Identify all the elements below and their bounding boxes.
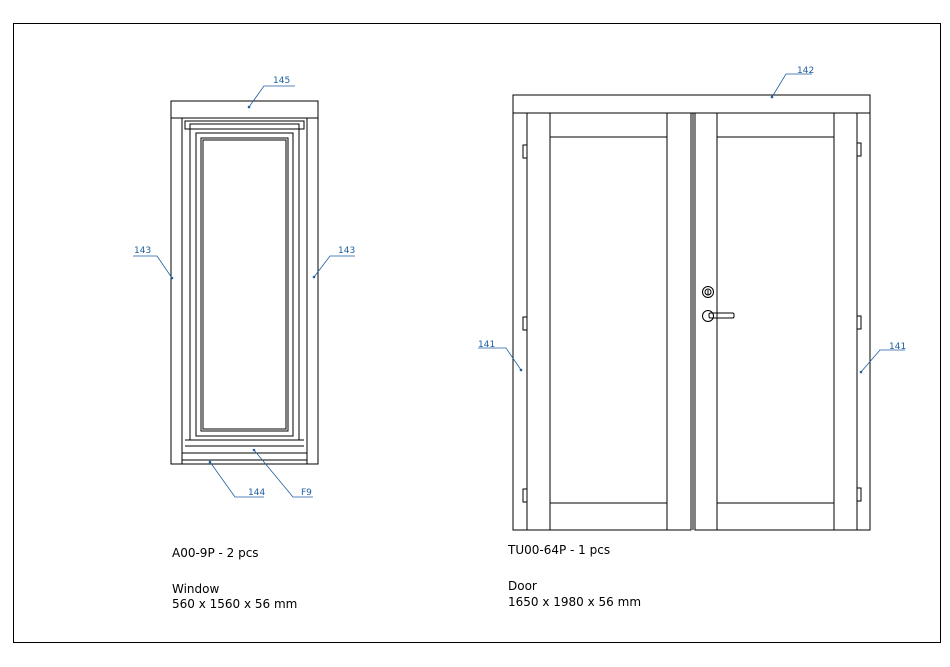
callout-145: 145	[273, 76, 290, 86]
door-leaf-right	[695, 113, 857, 530]
window-top-rail	[185, 121, 304, 129]
window-code: A00-9P - 2 pcs	[172, 546, 259, 561]
window-callouts	[133, 86, 355, 497]
hinge-icon	[857, 143, 861, 156]
door-type: Door	[508, 579, 537, 594]
window-callout-dots	[171, 106, 316, 464]
callout-141-right: 141	[889, 342, 906, 352]
callout-144: 144	[248, 488, 265, 498]
callout-f9: F9	[301, 488, 312, 498]
window-casing	[171, 118, 318, 464]
callout-143-right: 143	[338, 246, 355, 256]
hinge-icon	[523, 489, 527, 502]
door-handle-icon	[703, 311, 735, 322]
window-head	[171, 101, 318, 118]
window-type: Window	[172, 582, 219, 597]
hinge-icon	[857, 316, 861, 329]
window-sill	[182, 453, 307, 460]
hinge-icon	[523, 317, 527, 330]
door-head	[513, 95, 870, 113]
window-dimensions: 560 x 1560 x 56 mm	[172, 597, 297, 612]
door-leaf-left	[527, 113, 691, 530]
door-dimensions: 1650 x 1980 x 56 mm	[508, 595, 641, 610]
window-sash	[190, 129, 299, 440]
door-drawing	[513, 95, 870, 530]
door-code: TU00-64P - 1 pcs	[508, 543, 610, 558]
hinge-icon	[523, 145, 527, 158]
window-glass	[201, 138, 288, 431]
callout-142: 142	[797, 66, 814, 76]
hinge-icon	[857, 488, 861, 501]
door-lock-icon	[703, 287, 714, 298]
callout-143-left: 143	[134, 246, 151, 256]
door-hinges	[523, 143, 861, 502]
window-drawing	[171, 101, 318, 464]
callout-141-left: 141	[478, 340, 495, 350]
